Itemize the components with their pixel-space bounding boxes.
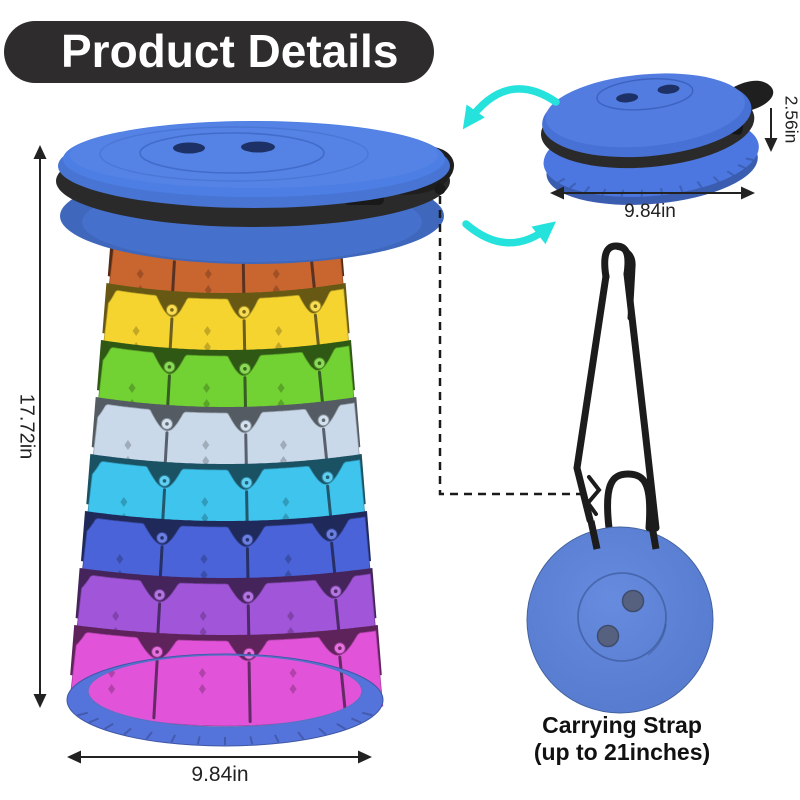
expanded-stool-base: [66, 653, 384, 747]
expanded-diameter-dimension-label: 9.84in: [191, 763, 249, 786]
collapsed-stool-graphic: [541, 73, 774, 205]
expanded-stool-rings: [68, 226, 384, 727]
hanging-stool-graphic: [526, 519, 714, 714]
strap-connector-line: [434, 183, 588, 496]
rotate-arrow-upper: [462, 85, 560, 130]
dimension-annotations: [33, 108, 778, 764]
rotation-arrows: [462, 85, 560, 247]
expanded-stool-seat: [56, 121, 454, 264]
caption-line-1: Carrying Strap: [542, 712, 702, 738]
caption-line-2: (up to 21inches): [533, 739, 711, 765]
carrying-strap-graphic: [573, 242, 660, 532]
rotate-arrow-lower: [462, 220, 557, 247]
expanded-height-dimension-label: 17.72in: [15, 393, 38, 460]
collapsed-diameter-dimension-label: 9.84in: [624, 201, 676, 222]
carrying-strap-caption: Carrying Strap (up to 21inches): [502, 712, 742, 766]
collapsed-height-dimension-label: 2.56in: [781, 95, 800, 144]
banner-title: Product Details: [61, 25, 399, 77]
product-details-banner: Product Details: [4, 21, 434, 83]
